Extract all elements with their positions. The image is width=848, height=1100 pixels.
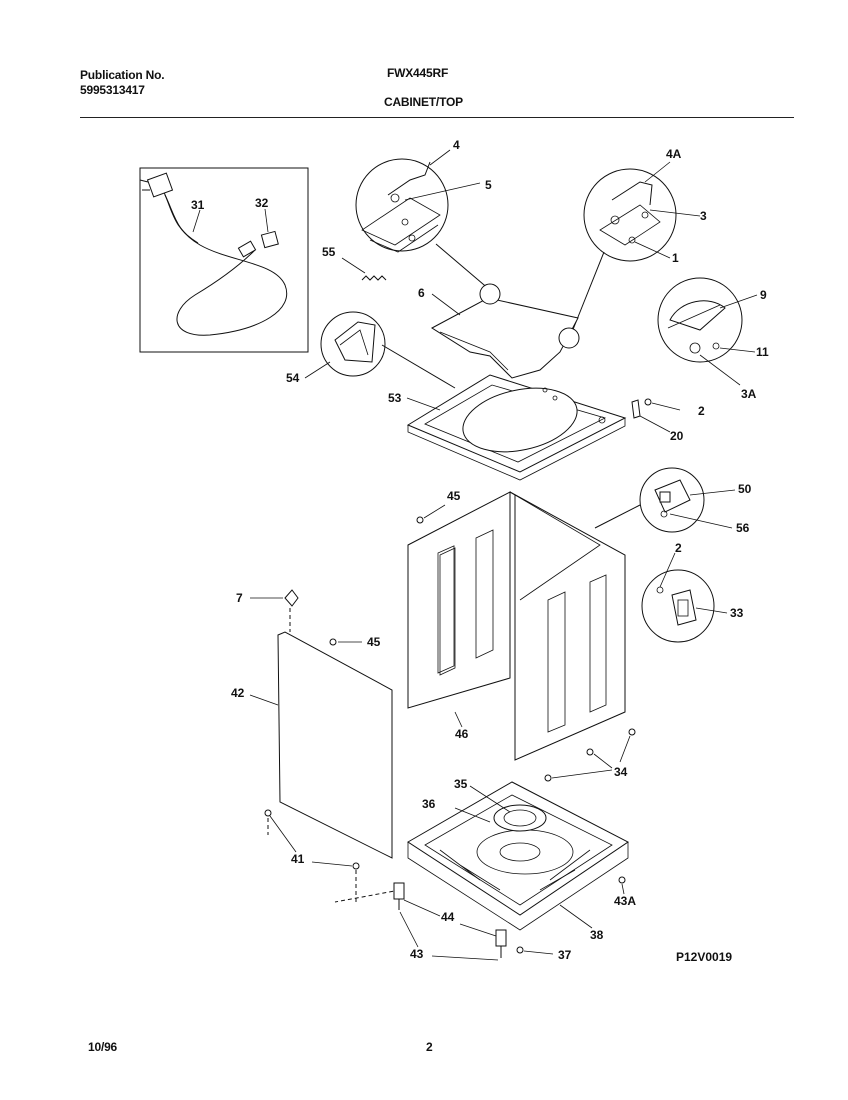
label-2-top: 2 xyxy=(698,404,705,418)
label-3a: 3A xyxy=(741,387,757,401)
front-clip xyxy=(250,589,299,632)
label-50: 50 xyxy=(738,482,752,496)
label-7: 7 xyxy=(236,591,243,605)
lid-spring xyxy=(341,257,387,281)
model-number: FWX445RF xyxy=(387,66,449,80)
latch-detail-circle xyxy=(594,467,736,533)
label-45-front: 45 xyxy=(367,635,381,649)
publication-label: Publication No. xyxy=(80,68,165,82)
label-46: 46 xyxy=(455,727,469,741)
bracket-detail-circle xyxy=(641,552,728,643)
publication-number: 5995313417 xyxy=(80,83,145,97)
label-1: 1 xyxy=(672,251,679,265)
label-35: 35 xyxy=(454,777,468,791)
lid xyxy=(431,283,580,379)
power-cord-inset xyxy=(139,167,309,353)
hinge-detail-circle xyxy=(355,149,491,291)
leveling-legs xyxy=(393,882,507,961)
label-42: 42 xyxy=(231,686,245,700)
label-3: 3 xyxy=(700,209,707,223)
screws-34 xyxy=(544,728,636,782)
label-4: 4 xyxy=(453,138,460,152)
header-divider xyxy=(80,117,794,118)
label-31: 31 xyxy=(191,198,205,212)
page-number: 2 xyxy=(426,1040,433,1054)
label-43a: 43A xyxy=(614,894,636,908)
diagram-code: P12V0019 xyxy=(676,950,732,964)
cabinet xyxy=(407,491,626,761)
label-2-bracket: 2 xyxy=(675,541,682,555)
label-56: 56 xyxy=(736,521,750,535)
top-clip xyxy=(631,398,681,433)
section-title: CABINET/TOP xyxy=(384,95,463,109)
label-55: 55 xyxy=(322,245,336,259)
label-37: 37 xyxy=(558,948,572,962)
lid-switch-detail-circle xyxy=(657,277,758,386)
label-43: 43 xyxy=(410,947,424,961)
hinge-bracket-detail-circle xyxy=(571,161,701,333)
label-11: 11 xyxy=(756,345,769,359)
label-36: 36 xyxy=(422,797,436,811)
label-45-upper: 45 xyxy=(447,489,461,503)
label-41: 41 xyxy=(291,852,305,866)
label-53: 53 xyxy=(388,391,402,405)
label-5: 5 xyxy=(485,178,492,192)
screw-45-upper xyxy=(416,504,446,524)
label-4a: 4A xyxy=(666,147,682,161)
screw-37 xyxy=(516,946,554,955)
label-38: 38 xyxy=(590,928,604,942)
label-20: 20 xyxy=(670,429,684,443)
screw-45-front xyxy=(329,638,362,646)
bleach-dispenser-detail-circle xyxy=(304,311,456,389)
label-33: 33 xyxy=(730,606,744,620)
top-panel xyxy=(406,374,627,481)
screw-43a xyxy=(618,876,626,895)
front-panel xyxy=(249,631,393,859)
footer-date: 10/96 xyxy=(88,1040,118,1054)
screws-41 xyxy=(264,809,360,902)
base-frame xyxy=(334,781,629,931)
label-44: 44 xyxy=(441,910,455,924)
label-32: 32 xyxy=(255,196,269,210)
label-34: 34 xyxy=(614,765,628,779)
label-54: 54 xyxy=(286,371,300,385)
label-6: 6 xyxy=(418,286,425,300)
label-9: 9 xyxy=(760,288,767,302)
